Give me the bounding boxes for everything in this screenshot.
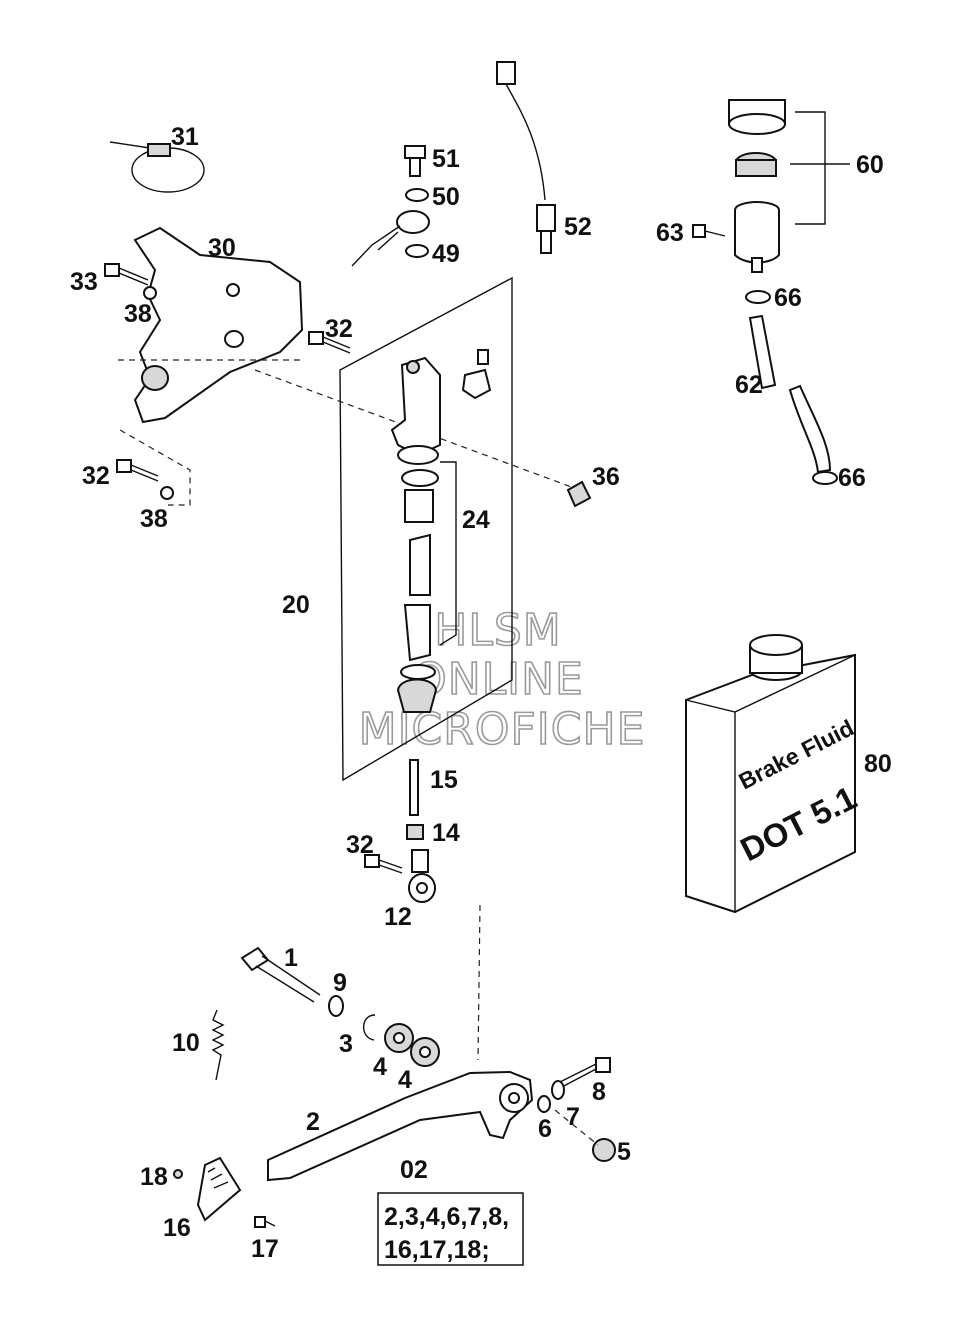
part-callout-33: 33 [70, 268, 98, 296]
part-callout-32b: 32 [82, 462, 110, 490]
kit-contents-box [377, 1192, 524, 1266]
part-callout-10: 10 [172, 1029, 200, 1057]
part-callout-20: 20 [282, 591, 310, 619]
kit-box-line-2: 16,17,18; [384, 1236, 490, 1264]
part-callout-30: 30 [208, 234, 236, 262]
nut-14-part [406, 824, 424, 840]
circlip-3-part [362, 1014, 376, 1041]
part-callout-7: 7 [566, 1103, 580, 1131]
part-callout-14: 14 [432, 819, 460, 847]
watermark-line-1: HLSM [434, 605, 562, 656]
part-callout-02: 02 [400, 1156, 428, 1184]
nut-guide-line [554, 1109, 599, 1146]
master-cylinder-frame [339, 276, 513, 782]
guard-plate-part [133, 226, 304, 424]
bearing-4a-part [384, 1023, 414, 1053]
part-callout-5: 5 [617, 1138, 631, 1166]
step-16-part [196, 1156, 242, 1222]
part-callout-38b: 38 [140, 505, 168, 533]
reservoir-bracket [790, 111, 850, 225]
part-callout-9: 9 [333, 969, 347, 997]
washer-38b-part [160, 486, 174, 500]
part-callout-36: 36 [592, 463, 620, 491]
bolt-32a-part [308, 331, 351, 354]
part-callout-18: 18 [140, 1163, 168, 1191]
part-callout-16: 16 [163, 1214, 191, 1242]
pedal-2-part [267, 1070, 534, 1182]
part-callout-66a: 66 [774, 284, 802, 312]
part-callout-12: 12 [384, 903, 412, 931]
pin-18-part [173, 1169, 183, 1179]
bolt-1-part [240, 946, 321, 1003]
part-callout-1: 1 [284, 944, 298, 972]
part-callout-51: 51 [432, 145, 460, 173]
bolt-8-part [559, 1057, 611, 1088]
master-cylinder-20-part [390, 349, 492, 713]
part-callout-4a: 4 [373, 1053, 387, 1081]
guide-lines [118, 359, 586, 1061]
part-callout-6: 6 [538, 1115, 552, 1143]
part-callout-66b: 66 [838, 464, 866, 492]
watermark-line-2: ONLINE [412, 654, 584, 705]
cap-36-part [566, 480, 592, 508]
part-callout-31: 31 [171, 123, 199, 151]
reservoir-60-part [728, 99, 786, 273]
nut-5-part [592, 1138, 616, 1162]
bearing-4b-part [410, 1037, 440, 1067]
brake-fluid-can-80-part: Brake Fluid DOT 5.1 [685, 634, 862, 914]
part-callout-3: 3 [339, 1030, 353, 1058]
clevis-12-part [408, 849, 436, 903]
screw-17-part [254, 1216, 276, 1228]
part-callout-15: 15 [430, 766, 458, 794]
part-callout-8: 8 [592, 1078, 606, 1106]
kit-24-bracket [439, 461, 457, 646]
bolt-33-part [104, 263, 149, 286]
banjo-bolt-51-part [404, 145, 426, 177]
part-callout-60: 60 [856, 151, 884, 179]
brake-switch-52-part [496, 61, 556, 254]
part-callout-52: 52 [564, 213, 592, 241]
washer-9-part [328, 995, 344, 1017]
part-callout-50: 50 [432, 183, 460, 211]
washer-38a-part [143, 286, 157, 300]
part-callout-80: 80 [864, 750, 892, 778]
part-callout-32c: 32 [346, 831, 374, 859]
clamp-66a-part [745, 290, 771, 304]
cable-tie-part [109, 141, 205, 193]
part-callout-4b: 4 [398, 1066, 412, 1094]
part-callout-24: 24 [462, 506, 490, 534]
part-callout-62: 62 [735, 371, 763, 399]
banjo-49-part [351, 210, 430, 267]
washer-6-part [537, 1095, 551, 1113]
bolt-63-part [692, 224, 726, 238]
washer-50-part [405, 188, 429, 202]
part-callout-2: 2 [306, 1108, 320, 1136]
bolt-32b-part [116, 459, 159, 482]
washer-7-part [551, 1080, 565, 1100]
part-callout-32a: 32 [325, 315, 353, 343]
part-callout-49: 49 [432, 240, 460, 268]
part-callout-63: 63 [656, 219, 684, 247]
watermark-line-3: MICROFICHE [359, 704, 646, 755]
kit-box-line-1: 2,3,4,6,7,8, [384, 1203, 509, 1231]
part-callout-17: 17 [251, 1235, 279, 1263]
bolt-32c-part [364, 854, 403, 874]
clamp-66b-part [812, 471, 838, 485]
hose-62-part [748, 314, 832, 474]
spring-10-part [211, 1009, 225, 1081]
watermark: HLSM ONLINE MICROFICHE [358, 604, 646, 756]
pushrod-15-part [409, 759, 419, 816]
part-labels: 3130333832323851504952606366626636242015… [70, 123, 892, 1263]
part-callout-38a: 38 [124, 300, 152, 328]
